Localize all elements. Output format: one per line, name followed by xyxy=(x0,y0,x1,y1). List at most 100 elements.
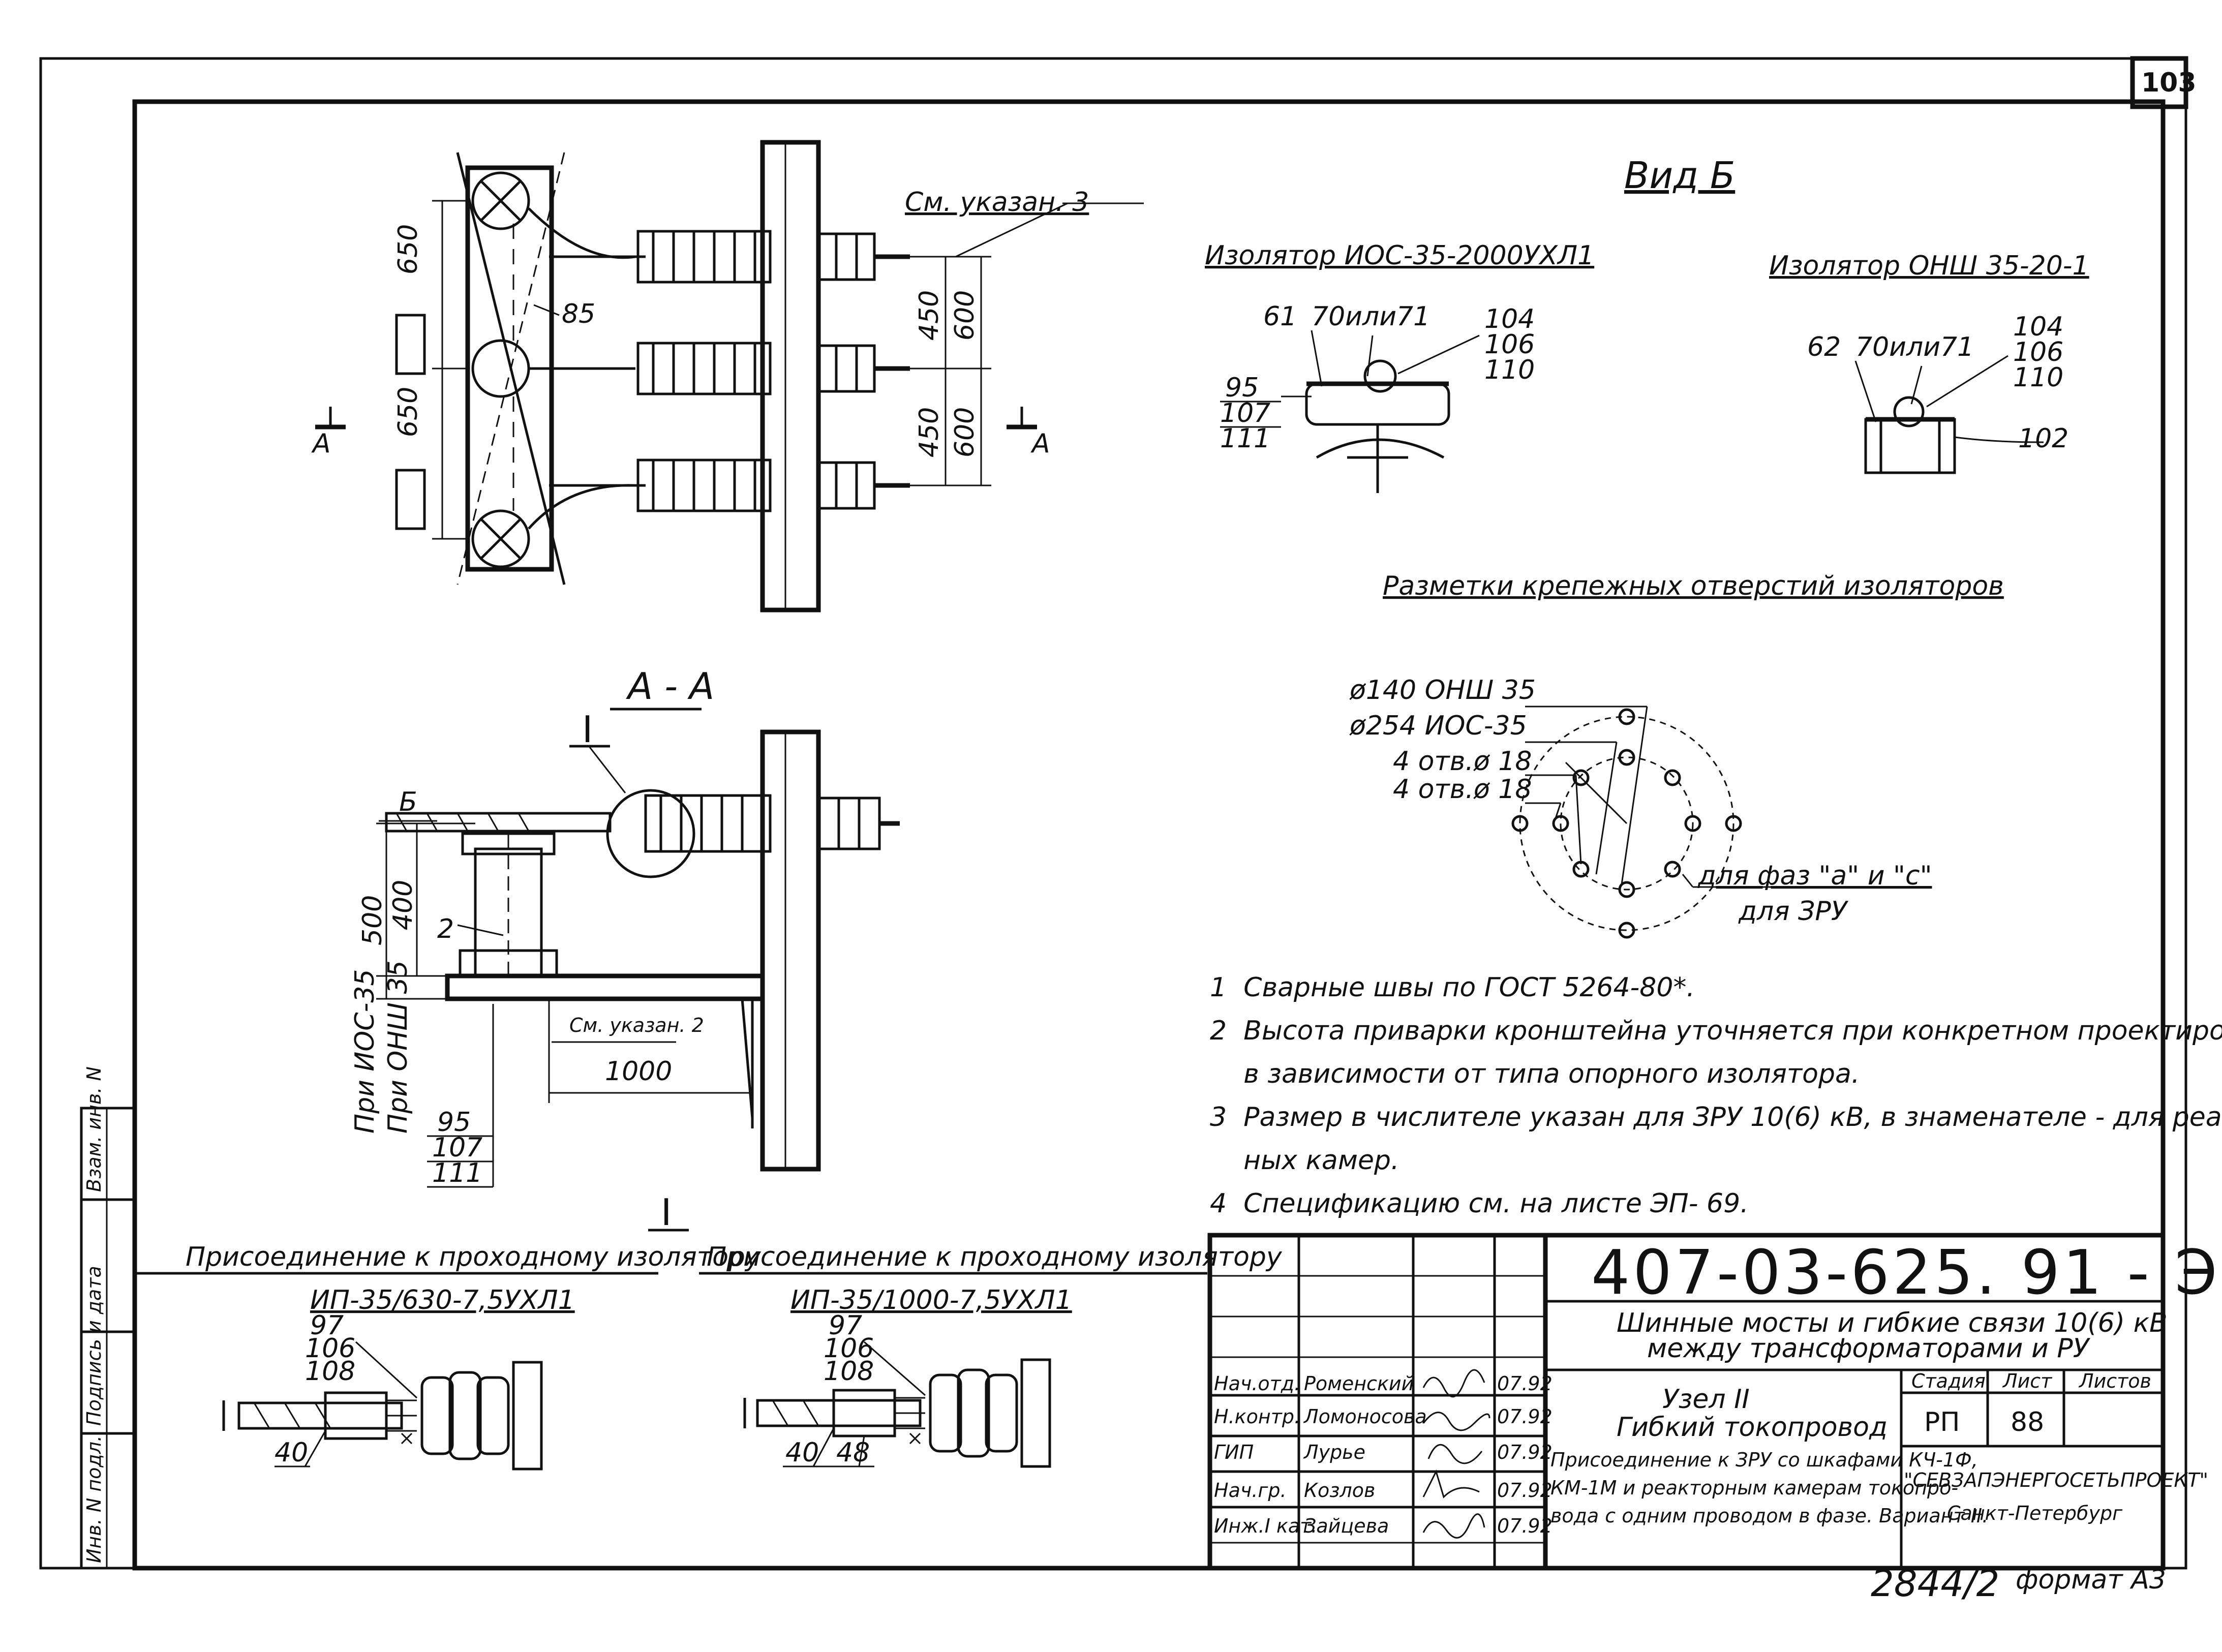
view-b-title: Вид Б xyxy=(1624,154,1735,197)
signer-date: 07.92 xyxy=(1497,1405,1553,1428)
sheet-desc-2: КМ-1М и реакторным камерам токопро- xyxy=(1550,1477,1958,1499)
strip-inv-label: Инв. N подл. xyxy=(83,1435,105,1563)
strip-sign-label: Подпись и дата xyxy=(83,1266,105,1426)
sheet-title-2: Гибкий токопровод xyxy=(1617,1412,1888,1443)
left-item-97: 97 xyxy=(310,1310,344,1341)
right-item-48: 48 xyxy=(836,1437,870,1468)
note-3: 3 Размер в числителе указан для ЗРУ 10(6… xyxy=(1210,1102,2222,1133)
sheets-header: Листов xyxy=(2078,1370,2151,1392)
insulator-1-title: Изолятор ИОС-35-2000УХЛ1 xyxy=(1205,240,1594,271)
ins1-item-106: 106 xyxy=(1484,329,1535,360)
top-view-ref-note: См. указан. 3 xyxy=(905,187,1089,218)
ins2-item-70-71: 70или71 xyxy=(1855,332,1974,362)
stage-value: РП xyxy=(1924,1407,1960,1437)
ins1-item-107: 107 xyxy=(1220,398,1270,429)
detail-right-subtitle: ИП-35/1000-7,5УХЛ1 xyxy=(790,1285,1072,1316)
signer-date: 07.92 xyxy=(1497,1479,1553,1502)
ins1-item-104: 104 xyxy=(1484,304,1535,334)
dim-400: 400 xyxy=(388,880,418,930)
org-city: Санкт-Петербург xyxy=(1947,1502,2123,1524)
phase-note: для фаз "а" и "с" xyxy=(1697,861,1932,891)
zru-note: для ЗРУ xyxy=(1738,896,1849,927)
signer-role: Инж.I кат. xyxy=(1214,1515,1317,1537)
section-ref-note: См. указан. 2 xyxy=(569,1014,704,1036)
signer-role: Н.контр. xyxy=(1214,1405,1300,1428)
dim-650-top: 650 xyxy=(393,224,423,274)
signer-name: Лурье xyxy=(1303,1441,1365,1463)
ins2-item-104: 104 xyxy=(2013,312,2063,342)
bushing-phase-a xyxy=(636,230,910,284)
stage-header: Стадия xyxy=(1911,1370,1986,1392)
signature xyxy=(1422,1369,1485,1398)
bushing-phase-b xyxy=(636,342,910,395)
sheet-frame xyxy=(39,56,2188,1571)
signer-date: 07.92 xyxy=(1497,1515,1553,1537)
ins1-item-95: 95 xyxy=(1225,373,1259,403)
dim-600-bottom: 600 xyxy=(950,407,980,457)
signer-role: Нач.гр. xyxy=(1214,1479,1287,1502)
sheet-desc-1: Присоединение к ЗРУ со шкафами КЧ-1Ф, xyxy=(1550,1449,1978,1471)
sheet-number: 103 xyxy=(2141,68,2197,98)
label-onsh: При ОНШ 35 xyxy=(383,960,413,1134)
section-aa-drawing xyxy=(376,708,900,1188)
signer-name: Роменский xyxy=(1304,1372,1414,1395)
note-3-cont: ных камер. xyxy=(1210,1145,1399,1176)
holes-label-140: ø140 ОНШ 35 xyxy=(1349,675,1536,706)
note-4: 4 Спецификацию см. на листе ЭП- 69. xyxy=(1210,1188,1749,1219)
ins1-item-110: 110 xyxy=(1484,355,1535,385)
strip-replace-label: Взам. инв. N xyxy=(83,1066,105,1192)
holes-label-4-18-a: 4 отв.ø 18 xyxy=(1393,746,1532,777)
view-b-mark: Б xyxy=(399,787,417,817)
archive-number: 2844/2 xyxy=(1871,1562,1999,1605)
sheet-desc-3: вода с одним проводом в фазе. Вариант II… xyxy=(1550,1505,1988,1527)
item-2-label: 2 xyxy=(437,914,454,944)
right-item-97: 97 xyxy=(829,1310,862,1341)
insulator-1-drawing xyxy=(1220,330,1480,493)
dim-500: 500 xyxy=(357,895,388,945)
sheet-title-1: Узел II xyxy=(1662,1384,1750,1415)
ins2-item-110: 110 xyxy=(2013,362,2063,393)
bushing-phase-c xyxy=(636,458,910,512)
left-item-106: 106 xyxy=(305,1333,355,1364)
section-mark-right: А xyxy=(1030,429,1050,459)
signer-name: Зайцева xyxy=(1304,1515,1389,1537)
note-2: 2 Высота приварки кронштейна уточняется … xyxy=(1210,1016,2222,1046)
section-mark-left: А xyxy=(311,429,331,459)
note-2-cont: в зависимости от типа опорного изолятора… xyxy=(1210,1059,1860,1089)
signature xyxy=(1427,1444,1483,1464)
top-view xyxy=(315,140,1144,613)
right-item-108: 108 xyxy=(824,1356,874,1387)
dim-1000: 1000 xyxy=(605,1056,672,1087)
holes-label-254: ø254 ИОС-35 xyxy=(1349,711,1527,741)
dim-450-top: 450 xyxy=(914,290,945,341)
label-ios: При ИОС-35 xyxy=(350,969,380,1134)
item-111-label: 111 xyxy=(432,1158,482,1188)
insulator-2-title: Изолятор ОНШ 35-20-1 xyxy=(1769,251,2089,281)
dim-450-bottom: 450 xyxy=(914,407,945,457)
sheet-header: Лист xyxy=(2002,1370,2053,1392)
left-item-40: 40 xyxy=(275,1437,308,1468)
holes-title: Разметки крепежных отверстий изоляторов xyxy=(1383,571,2004,601)
signature xyxy=(1422,1412,1490,1431)
item-95-label: 95 xyxy=(437,1107,471,1138)
ins1-item-61: 61 xyxy=(1263,301,1297,332)
org-name: "СЕВЗАПЭНЕРГОСЕТЬПРОЕКТ" xyxy=(1904,1469,2208,1491)
dim-600-top: 600 xyxy=(950,290,980,341)
detail-left-title: Присоединение к проходному изолятору xyxy=(186,1242,762,1272)
detail-i-mark: I xyxy=(661,1191,672,1234)
detail-left-drawing xyxy=(222,1341,543,1471)
ins2-item-62: 62 xyxy=(1807,332,1841,362)
right-item-106: 106 xyxy=(824,1333,874,1364)
ins1-item-70-71: 70или71 xyxy=(1312,301,1430,332)
item-107-label: 107 xyxy=(432,1133,482,1163)
detail-i-callout: I xyxy=(582,708,593,751)
signer-rows: Нач.отд. Роменский 07.92 Н.контр. Ломоно… xyxy=(1214,1369,1553,1539)
holes-pattern xyxy=(1511,706,1871,939)
project-title-1: Шинные мосты и гибкие связи 10(6) кВ xyxy=(1617,1308,2168,1338)
left-item-108: 108 xyxy=(305,1356,355,1387)
holes-label-4-18-b: 4 отв.ø 18 xyxy=(1393,774,1532,805)
detail-right-title: Присоединение к проходному изолятору xyxy=(707,1242,1283,1272)
note-1: 1 Сварные швы по ГОСТ 5264-80*. xyxy=(1210,972,1695,1003)
signer-role: ГИП xyxy=(1214,1441,1254,1463)
